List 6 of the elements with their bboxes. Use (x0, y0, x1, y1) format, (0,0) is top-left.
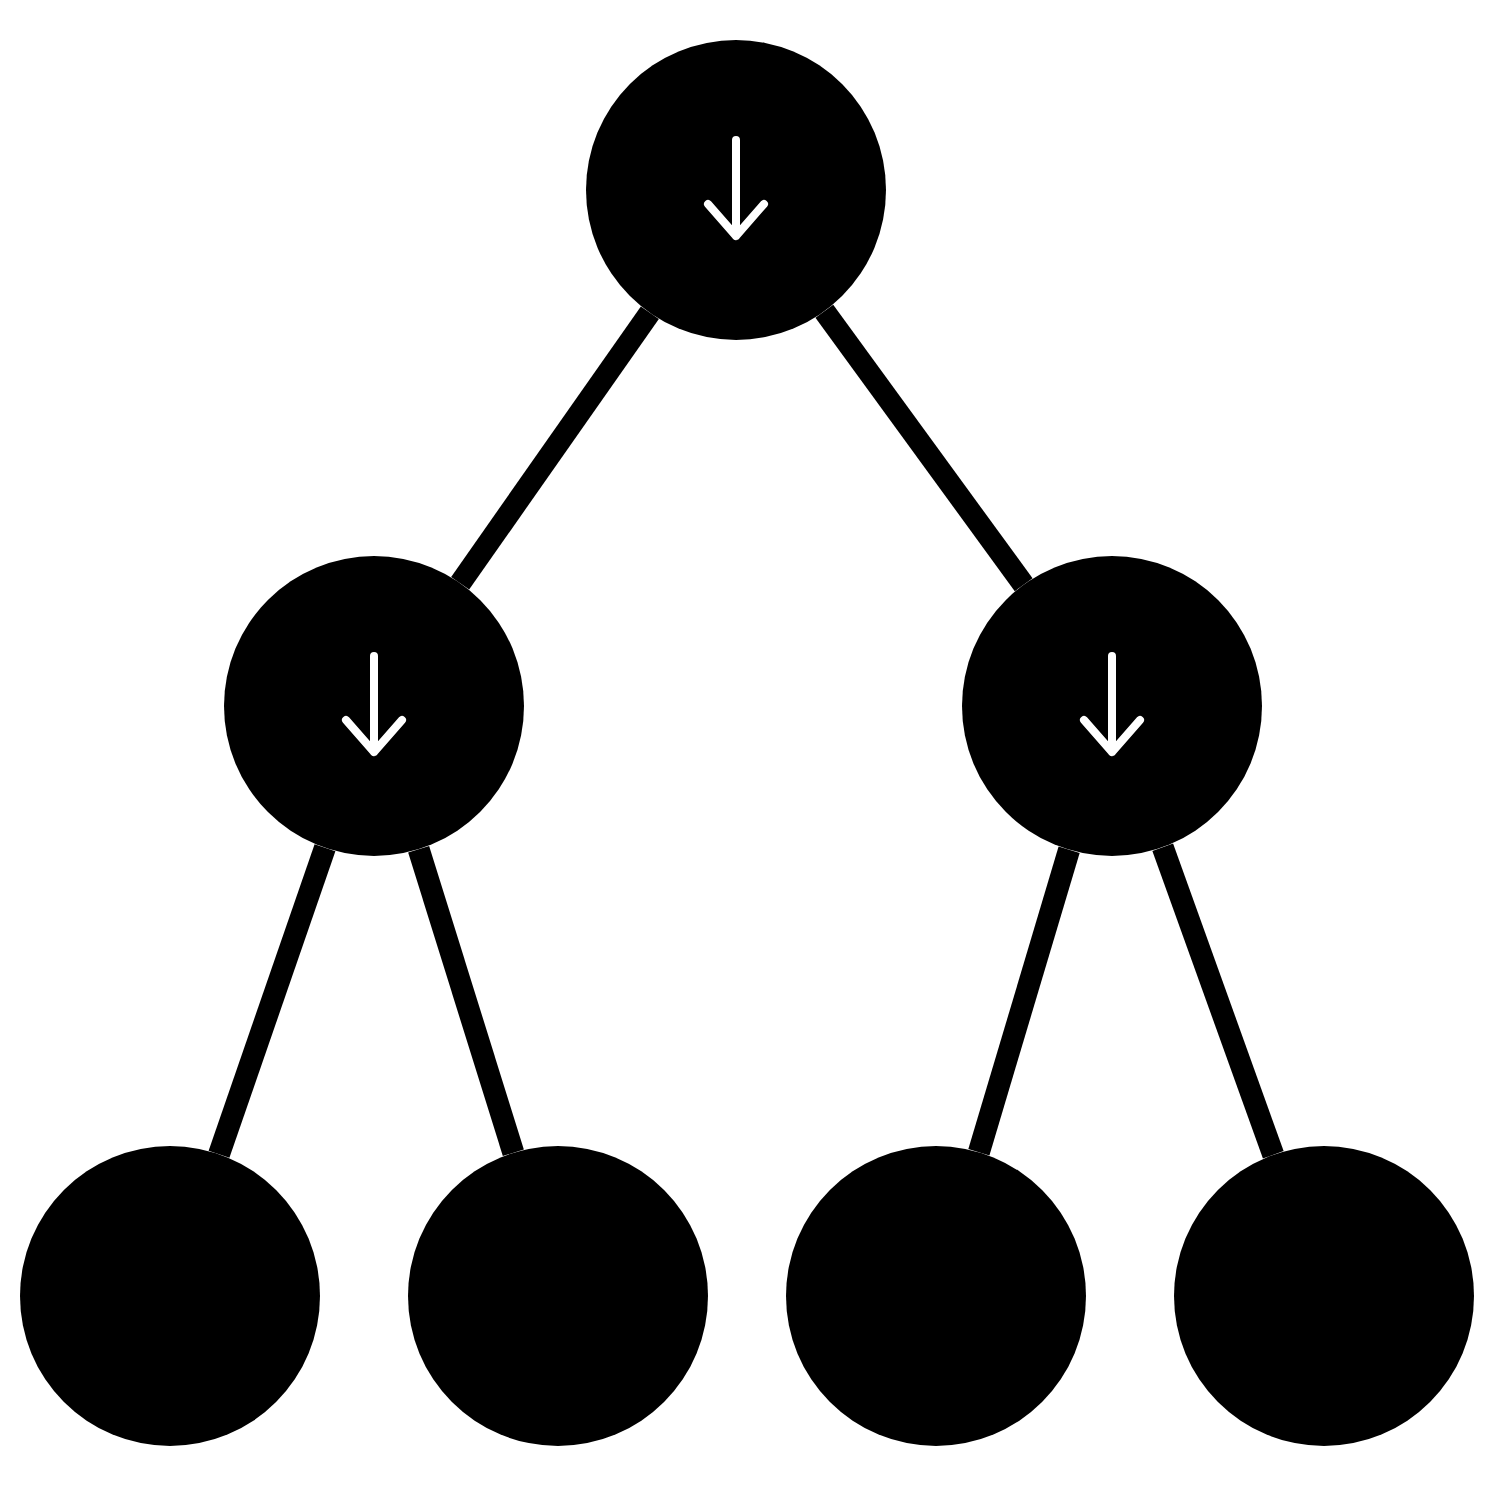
connector-line (1152, 843, 1284, 1159)
connector-line (451, 306, 659, 590)
connector-line (208, 844, 336, 1158)
connector-line (968, 846, 1080, 1156)
connector-line (408, 845, 524, 1157)
connector-line (815, 304, 1033, 592)
